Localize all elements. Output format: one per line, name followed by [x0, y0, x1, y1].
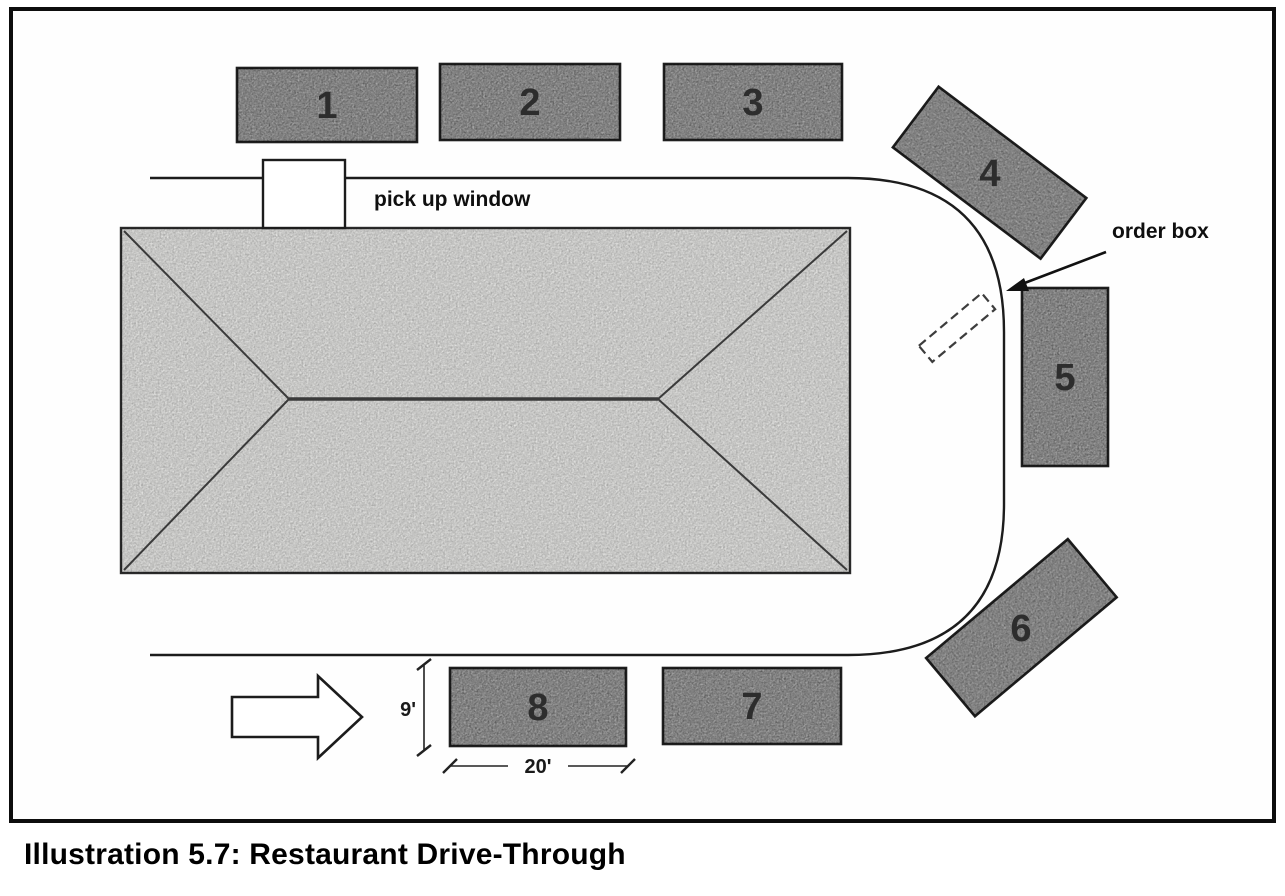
stall-depth-label: 9': [400, 699, 416, 721]
parking-stall-1: 1: [235, 66, 419, 144]
stall-number-1: 1: [316, 85, 337, 127]
parking-stall-5: 5: [1020, 286, 1110, 468]
stall-number-3: 3: [742, 82, 763, 124]
dimension-stall-length: 20': [442, 756, 636, 778]
roof-lines: [123, 230, 848, 571]
entry-arrow: [230, 673, 364, 761]
parking-stall-2: 2: [438, 62, 622, 142]
dimension-stall-depth: 9': [400, 658, 432, 757]
order-box: [917, 291, 997, 364]
order-box-arrow: [1006, 250, 1107, 291]
order-box-label: order box: [1112, 220, 1209, 243]
stall-number-8: 8: [527, 687, 548, 729]
stall-number-2: 2: [519, 82, 540, 124]
parking-stall-6: 6: [924, 537, 1119, 719]
stall-length-label: 20': [524, 756, 551, 778]
pickup-window: [261, 158, 347, 230]
stall-number-7: 7: [741, 686, 762, 728]
parking-stall-3: 3: [662, 62, 844, 142]
pickup-window-label: pick up window: [374, 188, 531, 211]
stall-number-6: 6: [1010, 608, 1031, 650]
parking-stall-8: 8: [448, 666, 628, 748]
roof-hip-line-ne: [657, 230, 848, 400]
restaurant-building: [119, 226, 852, 575]
parking-stall-7: 7: [661, 666, 843, 746]
roof-hip-line-sw: [123, 398, 290, 571]
parking-stall-4: 4: [891, 84, 1089, 261]
stall-number-4: 4: [979, 153, 1000, 195]
figure-caption: Illustration 5.7: Restaurant Drive-Throu…: [24, 838, 626, 871]
roof-hip-line-se: [657, 398, 848, 571]
drive-lane: [150, 176, 1006, 657]
stall-number-5: 5: [1054, 357, 1075, 399]
roof-hip-line-nw: [123, 230, 290, 400]
